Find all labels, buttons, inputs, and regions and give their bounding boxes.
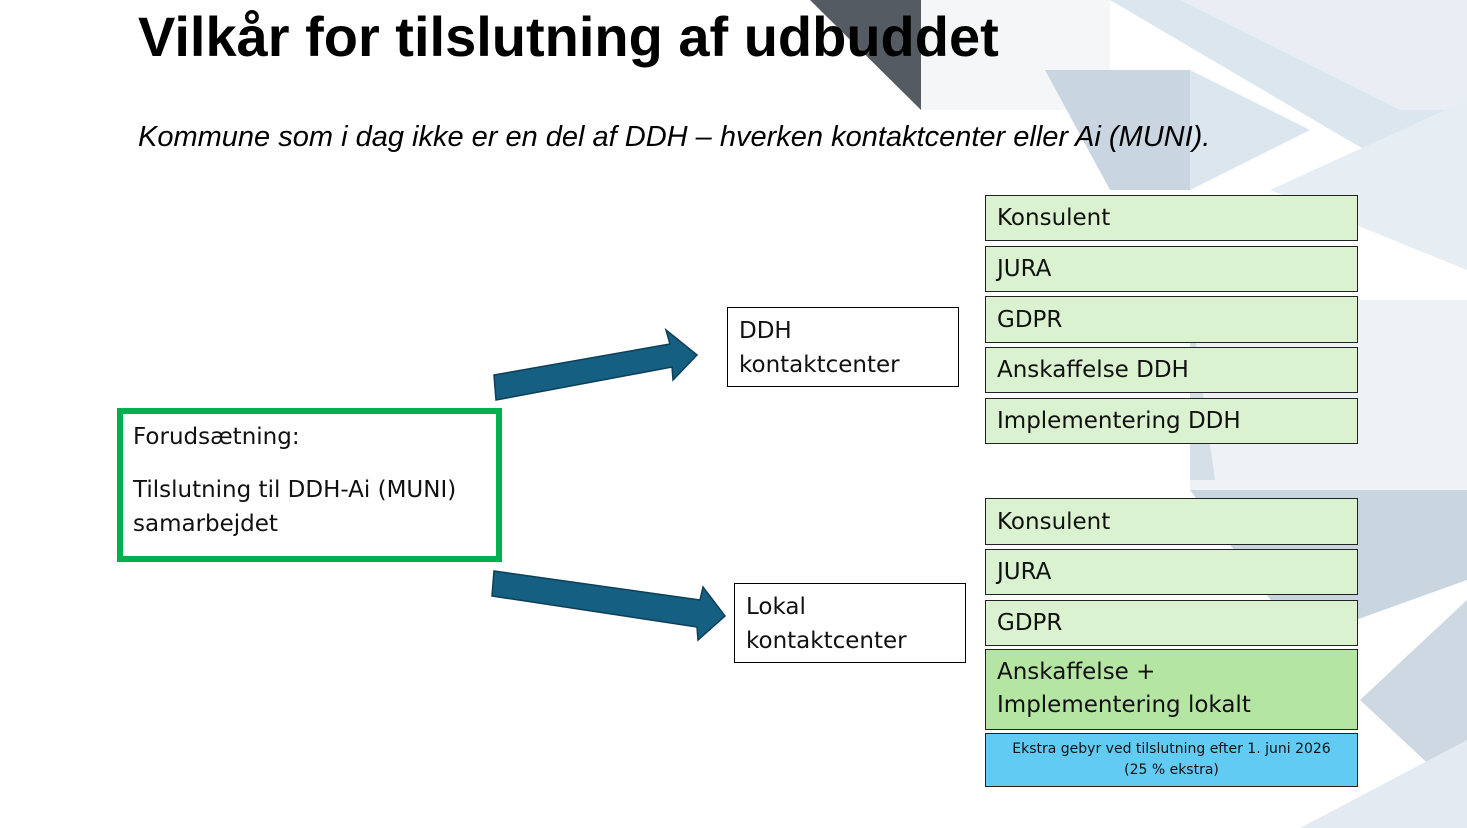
ddh-item: JURA	[985, 246, 1358, 292]
precondition-text: Tilslutning til DDH-Ai (MUNI)	[133, 477, 457, 503]
fee-line: (25 % ekstra)	[1124, 762, 1219, 778]
local-item: Konsulent	[985, 498, 1358, 545]
ddh-item: Anskaffelse DDH	[985, 347, 1358, 393]
arrow-to-ddh	[493, 327, 699, 401]
lokal-kontaktcenter-box: Lokal kontaktcenter	[734, 583, 966, 663]
box-label: kontaktcenter	[746, 628, 907, 654]
combined-line: Implementering lokalt	[997, 692, 1251, 718]
ddh-item: Konsulent	[985, 195, 1358, 241]
local-item: GDPR	[985, 600, 1358, 646]
slide-title: Vilkår for tilslutning af udbuddet	[138, 5, 999, 68]
local-combined-item: Anskaffelse + Implementering lokalt	[985, 649, 1358, 730]
box-label: DDH	[739, 318, 792, 344]
local-item: JURA	[985, 549, 1358, 595]
ddh-item: Implementering DDH	[985, 398, 1358, 444]
fee-line: Ekstra gebyr ved tilslutning efter 1. ju…	[1012, 741, 1331, 757]
precondition-text-2: samarbejdet	[133, 511, 278, 537]
precondition-label: Forudsætning:	[133, 424, 300, 450]
combined-line: Anskaffelse +	[997, 659, 1156, 685]
arrow-to-local	[491, 570, 727, 642]
slide-subtitle: Kommune som i dag ikke er en del af DDH …	[138, 121, 1211, 153]
precondition-box: Forudsætning: Tilslutning til DDH-Ai (MU…	[117, 408, 502, 562]
extra-fee-note: Ekstra gebyr ved tilslutning efter 1. ju…	[985, 733, 1358, 787]
box-label: Lokal	[746, 594, 806, 620]
ddh-kontaktcenter-box: DDH kontaktcenter	[727, 307, 959, 387]
ddh-item: GDPR	[985, 296, 1358, 343]
box-label: kontaktcenter	[739, 352, 900, 378]
